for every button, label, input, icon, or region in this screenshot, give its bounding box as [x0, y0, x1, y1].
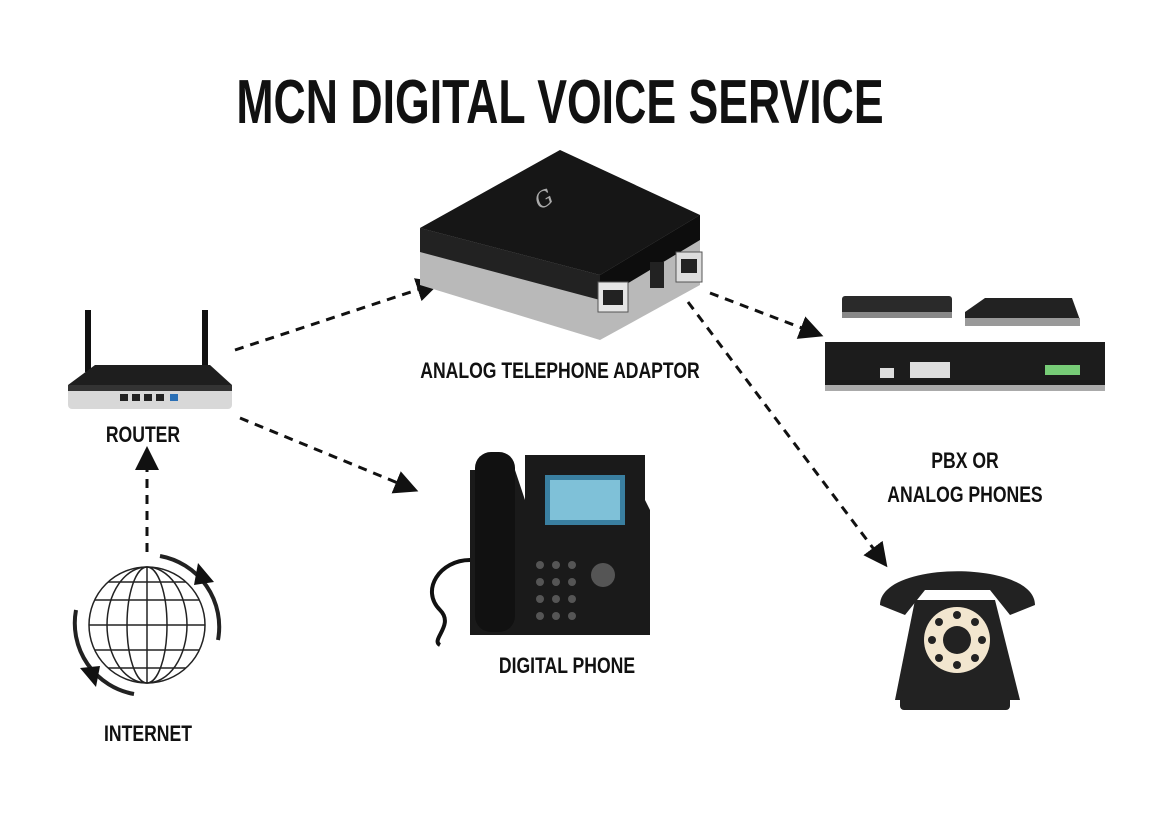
internet-label: INTERNET — [104, 722, 192, 746]
arrow-ata-to-pbx — [709, 291, 824, 339]
arrow-ata-to-analog-phone — [686, 301, 888, 568]
rotate-arrow-icon — [80, 666, 100, 687]
ata-device-icon: G — [420, 150, 703, 340]
arrow-router-to-digital-phone — [239, 416, 419, 494]
pbx-label-line2: ANALOG PHONES — [887, 483, 1042, 507]
digital-phone-icon — [429, 452, 650, 647]
rotate-arrow-icon — [194, 563, 214, 585]
router-icon — [68, 310, 232, 409]
rotary-phone-icon — [880, 571, 1035, 710]
globe-icon — [72, 554, 222, 696]
arrow-router-to-ata — [234, 278, 441, 352]
ata-label: ANALOG TELEPHONE ADAPTOR — [420, 359, 699, 383]
pbx-icon — [825, 296, 1105, 391]
digital-phone-label: DIGITAL PHONE — [499, 654, 635, 678]
router-label: ROUTER — [106, 423, 180, 447]
pbx-label-line1: PBX OR — [931, 449, 998, 473]
page-title: MCN DIGITAL VOICE SERVICE — [236, 68, 883, 137]
